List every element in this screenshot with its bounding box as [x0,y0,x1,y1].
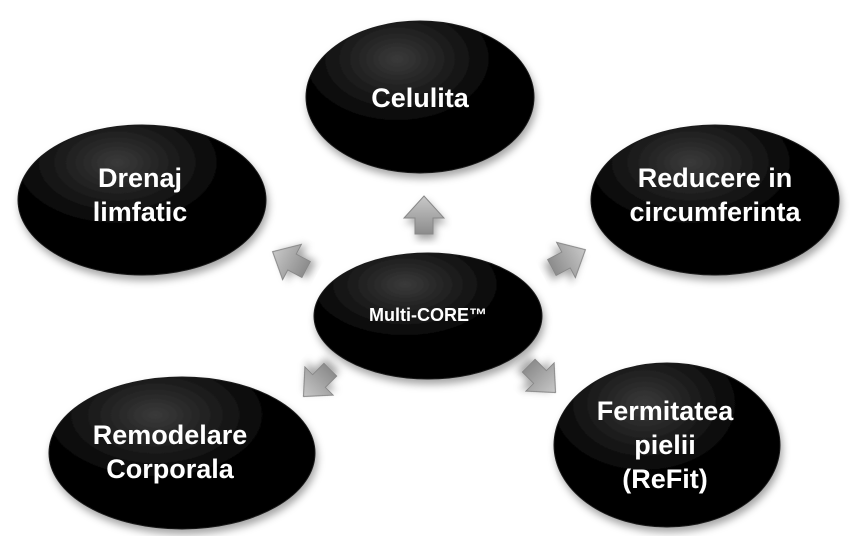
node-top-label: Celulita [371,83,469,113]
center-node-label: Multi-CORE™ [369,305,487,325]
arrow-to-bottom-right [521,358,557,394]
node-bottom-left-ellipse [48,376,316,530]
arrow-to-bottom-left [302,362,338,398]
node-top-right-ellipse [590,124,840,276]
node-bottom-right-ellipse [553,362,781,528]
node-bottom-right-label: Fermitatea pielii (ReFit) [596,396,734,494]
arrow-to-top-right [546,241,587,279]
node-top-right-label: Reducere in circumferinta [629,163,801,227]
node-top-left-ellipse [17,124,267,276]
node-top-ellipse [305,20,535,174]
arrow-to-top-left [271,243,312,281]
node-bottom-left-label: Remodelare Corporala [92,420,248,484]
center-node-ellipse [313,252,543,380]
node-top-left-label: Drenaj limfatic [92,163,188,227]
arrow-to-top [402,195,446,235]
